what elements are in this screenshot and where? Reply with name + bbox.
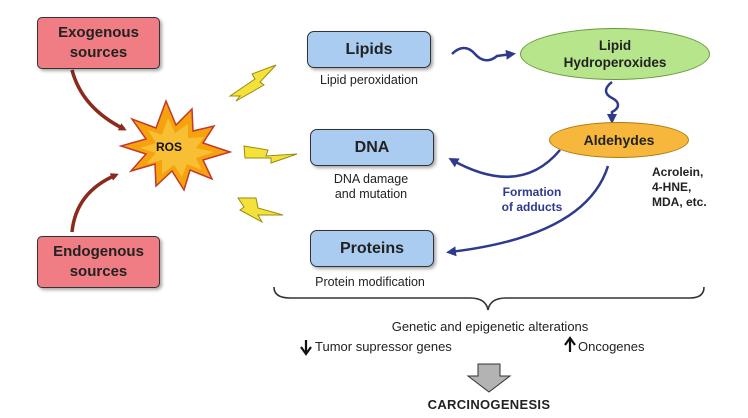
formation-of-adducts-label: Formation of adducts <box>487 185 577 215</box>
aldehyde-example-1: Acrolein, <box>652 165 704 179</box>
dna-damage-line2: and mutation <box>334 187 408 201</box>
alterations-brace <box>273 286 705 311</box>
down-arrow-icon <box>300 340 312 356</box>
arrow-aldehydes-to-proteins <box>446 165 610 257</box>
lipid-hydroperoxides-line2: Hydroperoxides <box>563 55 667 70</box>
arrow-endogenous-to-ros <box>70 173 119 233</box>
aldehydes-label: Aldehydes <box>583 132 655 148</box>
lipid-peroxidation-label: Lipid peroxidation <box>320 73 418 87</box>
proteins-label: Proteins <box>339 239 404 257</box>
dna-box: DNA <box>310 129 434 166</box>
dna-label: DNA <box>354 138 390 156</box>
arrow-exogenous-to-ros <box>70 69 127 131</box>
aldehyde-example-2: 4-HNE, <box>652 180 692 194</box>
lipids-label: Lipids <box>345 40 393 58</box>
adducts-line2: of adducts <box>501 200 563 214</box>
lightning-icon-dna <box>243 145 298 164</box>
arrow-lipids-to-hydroperoxides <box>451 46 516 62</box>
ros-burst <box>118 98 233 192</box>
proteins-box: Proteins <box>310 230 434 267</box>
adducts-line1: Formation <box>502 185 562 199</box>
alterations-label: Genetic and epigenetic alterations <box>391 319 589 334</box>
endogenous-sources-box: Endogenous sources <box>37 236 160 288</box>
dna-damage-line1: DNA damage <box>333 172 409 186</box>
lipid-hydroperoxides-node: Lipid Hydroperoxides <box>520 28 710 80</box>
protein-modification-label: Protein modification <box>315 275 425 289</box>
exogenous-sources-box: Exogenous sources <box>37 17 160 69</box>
ros-label: ROS <box>155 140 182 154</box>
aldehyde-example-3: MDA, etc. <box>652 195 707 209</box>
lipids-box: Lipids <box>307 31 431 68</box>
lightning-icon-lipids <box>228 64 277 102</box>
up-arrow-icon <box>564 336 576 352</box>
endogenous-sources-label: Endogenous sources <box>53 243 144 280</box>
oncogenes-label: Oncogenes <box>578 339 645 354</box>
tumor-suppressor-label: Tumor supressor genes <box>315 339 452 354</box>
arrow-aldehydes-to-dna <box>448 149 561 178</box>
outcome-arrow-icon <box>466 363 512 393</box>
aldehydes-node: Aldehydes <box>549 122 689 158</box>
carcinogenesis-label: CARCINOGENESIS <box>427 397 551 412</box>
aldehyde-examples: Acrolein, 4-HNE, MDA, etc. <box>652 165 742 210</box>
dna-damage-label: DNA damage and mutation <box>296 172 446 202</box>
lipid-hydroperoxides-line1: Lipid <box>598 38 632 53</box>
arrow-hydroperoxides-to-aldehydes <box>604 81 620 124</box>
lightning-icon-proteins <box>237 197 284 224</box>
exogenous-sources-label: Exogenous sources <box>58 24 139 61</box>
